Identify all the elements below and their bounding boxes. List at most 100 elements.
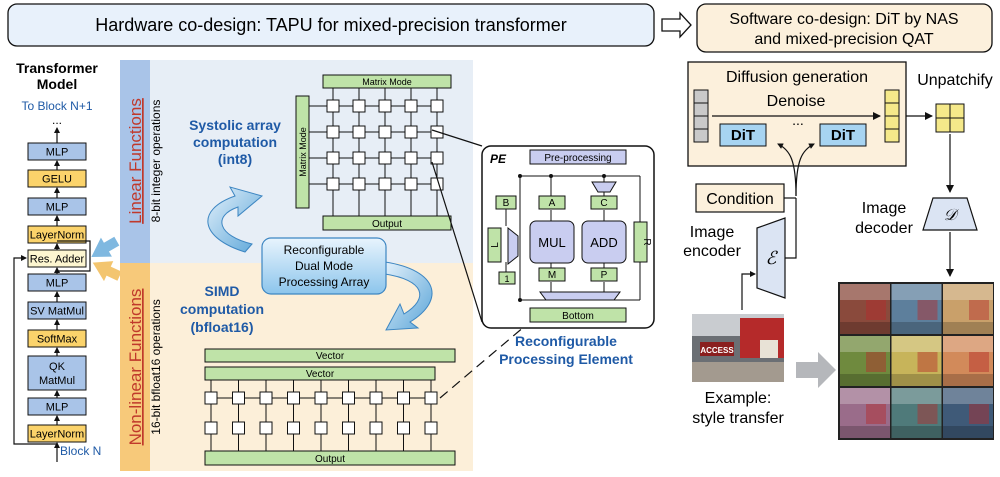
style-tile-ceiling-2-0	[840, 388, 890, 404]
simd-array-grid	[204, 380, 438, 451]
encoder-symbol: ℰ	[766, 248, 779, 268]
block-label-8-1: MatMul	[39, 375, 75, 387]
example-line2: style transfer	[692, 410, 784, 427]
matrix-mode-side-bar	[295, 95, 310, 209]
block-label-9-0: MLP	[46, 402, 69, 414]
block-n-label: Block N	[60, 444, 101, 458]
pe-P-label: P	[601, 270, 608, 281]
unpatchify-label: Unpatchify	[917, 72, 993, 89]
photo-to-encoder	[741, 271, 756, 310]
style-tile-wall-2-2	[969, 404, 989, 424]
style-tile-floor-1-2	[943, 374, 993, 386]
simd-pe-bot-5	[342, 421, 355, 435]
residual-path-1	[13, 255, 57, 445]
style-tile-ceiling-0-2	[943, 284, 993, 300]
style-tile-1-0	[840, 336, 890, 386]
sw-banner-line2: and mixed-precision QAT	[754, 31, 934, 48]
style-tile-ceiling-1-0	[840, 336, 890, 352]
style-tile-0-0	[840, 284, 890, 334]
block-label-3-0: LayerNorm	[30, 230, 84, 242]
transformer-ellipsis: ...	[52, 113, 62, 127]
dual-mode-line3: Processing Array	[279, 275, 370, 289]
pe-B-label: B	[503, 198, 510, 209]
pe-node-1	[518, 174, 522, 178]
style-tile-wall-0-0	[866, 300, 886, 320]
hollow-arrow-icon	[661, 11, 692, 39]
diffusion-dots: ...	[792, 112, 804, 128]
latent-right-cell-2	[884, 115, 900, 130]
sys-pe-2-1	[352, 151, 366, 165]
sys-pe-2-0	[326, 151, 340, 165]
pe-A-label: A	[549, 198, 556, 209]
pe-bottom-label: Bottom	[562, 311, 594, 322]
linear-subtitle: 8-bit integer operations	[149, 100, 163, 223]
hw-banner-box	[7, 3, 655, 47]
simd-pe-bot-6	[369, 421, 383, 435]
style-tile-wall-0-1	[917, 300, 938, 320]
hw-banner-text: Hardware co-design: TAPU for mixed-preci…	[95, 15, 567, 35]
style-tile-floor-2-0	[840, 426, 890, 438]
style-tile-2-1	[891, 388, 942, 438]
simd-pe-bot-3	[287, 421, 300, 435]
encoder-to-condition	[785, 198, 797, 259]
style-tile-ceiling-1-2	[943, 336, 993, 352]
simd-pe-top-5	[342, 391, 355, 405]
linear-title-bar	[120, 60, 150, 263]
dit-block-2	[819, 123, 867, 147]
simd-pe-bot-0	[204, 421, 218, 435]
nonlinear-title-bar	[120, 263, 150, 471]
simd-pe-top-1	[232, 391, 245, 405]
simd-pe-bot-7	[397, 421, 410, 435]
pe-bus-lines	[519, 175, 641, 301]
pe-L	[487, 227, 502, 263]
systolic-array-grid	[309, 88, 444, 216]
pe-caption-1: Reconfigurable	[515, 333, 617, 349]
sys-pe-1-3	[404, 125, 418, 139]
condition-label: Condition	[706, 191, 774, 208]
style-tile-ceiling-2-1	[891, 388, 942, 404]
dual-mode-line2: Dual Mode	[295, 259, 353, 273]
pe-bottom	[529, 307, 627, 323]
latent-stack-left	[693, 89, 709, 143]
simd-pe-bot-2	[259, 421, 273, 435]
pointer-arrow-top-icon	[91, 236, 120, 257]
pointer-arrow-bottom-icon	[92, 261, 122, 282]
encoder-trapezoid	[756, 217, 786, 299]
pe-P	[590, 267, 618, 282]
decoder-trapezoid	[922, 197, 978, 231]
pe-B	[495, 195, 517, 210]
style-tile-floor-2-2	[943, 426, 993, 438]
zoom-line-bottom	[439, 325, 526, 399]
block-label-8-0: QK	[49, 361, 66, 373]
style-tile-wall-1-0	[866, 352, 886, 372]
diffusion-title: Diffusion generation	[726, 69, 868, 86]
block-label-1-0: GELU	[42, 174, 72, 186]
latent-right-cell-1	[884, 102, 900, 117]
sys-pe-1-2	[378, 125, 392, 139]
style-tile-ceiling-0-0	[840, 284, 890, 300]
dit-label-1: DiT	[731, 127, 755, 144]
image-decoder-line2: decoder	[855, 220, 913, 237]
block-label-2-0: MLP	[46, 202, 69, 214]
pe-A	[538, 195, 566, 210]
systolic-caption-2: computation	[193, 134, 277, 150]
sys-pe-3-1	[352, 177, 366, 191]
style-tile-2-2	[943, 388, 993, 438]
gray-arrow-icon	[796, 352, 836, 388]
transformer-title-2: Model	[37, 76, 77, 92]
simd-caption-3: (bfloat16)	[191, 319, 254, 335]
simd-caption-1: SIMD	[205, 283, 240, 299]
sw-banner-box	[696, 3, 993, 53]
style-tile-wall-2-0	[866, 404, 886, 424]
sys-pe-3-2	[378, 177, 392, 191]
image-encoder-line2: encoder	[683, 243, 741, 260]
sys-pe-2-4	[430, 151, 444, 165]
simd-pe-top-8	[424, 391, 438, 405]
vector-top-label: Vector	[316, 351, 345, 362]
curved-arrow-up-icon	[207, 186, 264, 253]
pe-R-label: R	[641, 238, 652, 245]
latent-stack-right	[884, 89, 900, 143]
latent-left-cell-3	[693, 128, 709, 143]
image-encoder-line1: Image	[690, 224, 735, 241]
pe-L-label: L	[490, 242, 501, 248]
